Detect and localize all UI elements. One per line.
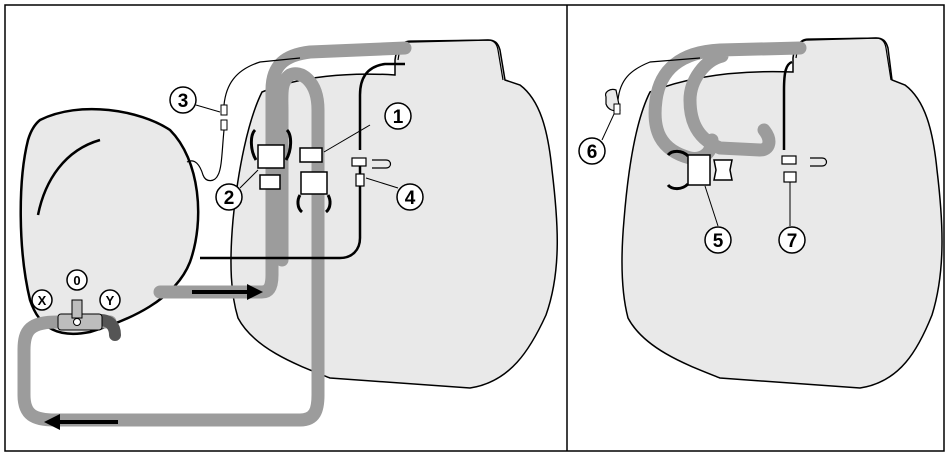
bag-slot-7 xyxy=(810,157,828,167)
connector-3-plug xyxy=(220,119,228,131)
stowed-thin-wire xyxy=(617,57,701,101)
coupling-return-latch-right xyxy=(324,194,332,214)
callout-6-text: 6 xyxy=(587,142,598,163)
pad-fold-line xyxy=(36,138,101,216)
stowed-coupling-5-latch-top xyxy=(666,149,690,158)
callout-6: 6 xyxy=(578,113,615,165)
thin-wire xyxy=(186,57,301,182)
callout-7: 7 xyxy=(778,182,806,254)
right-panel: 5 6 7 xyxy=(578,37,943,389)
connector-4-socket xyxy=(351,157,367,167)
callout-5-text: 5 xyxy=(713,231,724,252)
callout-1: 1 xyxy=(323,102,412,153)
stowed-connector-6 xyxy=(613,103,621,115)
port-y-text: Y xyxy=(106,293,115,308)
callout-2-text: 2 xyxy=(224,188,235,209)
callout-5: 5 xyxy=(704,185,732,254)
return-tube xyxy=(17,67,325,427)
callout-2: 2 xyxy=(215,169,259,211)
valve-stem xyxy=(71,299,83,319)
coupling-2-latch-right xyxy=(284,128,293,161)
stowed-coupling-5-latch-bottom xyxy=(666,182,690,191)
callout-1-text: 1 xyxy=(393,107,404,128)
coupling-2-mate xyxy=(259,174,281,190)
callout-4: 4 xyxy=(365,177,424,211)
connector-4-plug xyxy=(355,173,365,187)
coupling-2-clip xyxy=(257,144,285,169)
callout-3-text: 3 xyxy=(178,91,189,112)
port-x-label: X xyxy=(31,289,53,311)
stowed-coupling-5-mate xyxy=(713,159,733,181)
left-panel: X 0 Y 1 2 3 4 xyxy=(17,39,559,430)
stowed-connector-7-socket xyxy=(781,155,797,165)
callout-7-text: 7 xyxy=(787,231,798,252)
supply-tube xyxy=(153,41,412,299)
sensor-cable xyxy=(200,62,405,260)
coupling-2-latch-left xyxy=(249,128,258,161)
diagram-border xyxy=(4,4,945,452)
port-x-text: X xyxy=(38,293,47,308)
stowed-sensor-cable xyxy=(782,60,793,150)
coupling-return-latch-left xyxy=(296,194,304,214)
coupling-1 xyxy=(299,147,323,163)
port-y-label: Y xyxy=(99,289,121,311)
stowed-connector-7-plug xyxy=(783,171,797,183)
callout-4-text: 4 xyxy=(405,188,416,209)
reservoir-bag-stowed xyxy=(621,37,943,389)
callout-3: 3 xyxy=(169,86,221,114)
valve-knob xyxy=(73,318,81,326)
coupling-return xyxy=(300,171,328,195)
stowed-coupling-5 xyxy=(687,154,711,186)
port-zero-text: 0 xyxy=(73,273,80,288)
bag-slot-4 xyxy=(372,159,392,169)
port-zero-label: 0 xyxy=(66,269,88,291)
connector-3-body xyxy=(220,104,228,116)
